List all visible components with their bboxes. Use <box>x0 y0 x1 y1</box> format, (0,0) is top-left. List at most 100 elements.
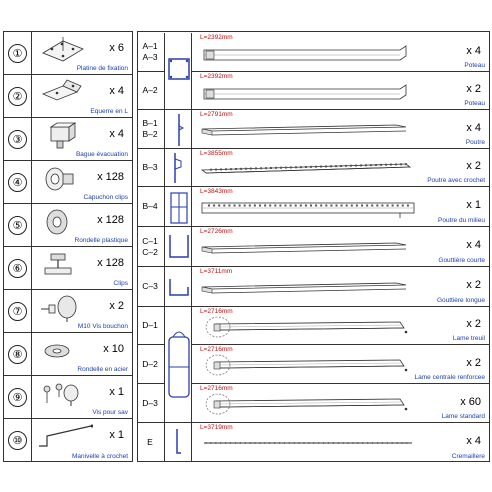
beam-drawing <box>200 163 412 174</box>
beam-drawing <box>201 242 407 254</box>
part-quantity: x 6 <box>109 42 124 54</box>
profile-length: L=3719mm <box>200 424 233 431</box>
profile-quantity: x 4 <box>466 435 481 447</box>
profile-quantity: x 2 <box>466 357 481 369</box>
part-number: ⑦ <box>8 301 27 321</box>
part-name: Platine de fixation <box>76 65 128 72</box>
profile-length: L=2726mm <box>200 228 233 235</box>
profile-code-line: D–1 <box>142 320 158 330</box>
profile-code-line: D–2 <box>142 358 158 369</box>
part-picture <box>37 379 85 407</box>
part-quantity: x 1 <box>109 386 124 398</box>
part-number: ⑧ <box>8 344 27 364</box>
part-number-cell: ② <box>4 75 32 117</box>
steel-washer-icon <box>44 344 70 358</box>
post-section-icon <box>168 58 190 80</box>
profile-code-line: A–1 <box>142 41 158 51</box>
profile-name: Poutre du milieu <box>438 217 485 224</box>
part-picture <box>37 164 85 192</box>
profile-code-line: E <box>147 437 153 447</box>
profile-quantity: x 4 <box>466 45 481 57</box>
part-name: M10 Vis bouchon <box>77 323 128 330</box>
part-picture <box>37 250 85 278</box>
section-cell <box>164 33 192 110</box>
long-gutter-section-icon <box>169 279 189 296</box>
part-number-cell: ① <box>4 32 32 74</box>
profile-quantity: x 60 <box>460 396 481 408</box>
beam-drawing <box>205 354 408 376</box>
part-quantity: x 2 <box>109 300 124 312</box>
profile-name: Lame centrale renforcee <box>414 374 485 381</box>
profile-code-line: B–4 <box>142 201 158 211</box>
small-part-row: ⑩ x 1 Manivelle à crochet <box>4 419 132 462</box>
part-picture <box>37 422 94 450</box>
profile-name: Poutre <box>465 139 485 146</box>
profile-name: Poteau <box>464 62 485 69</box>
blade-section-icon <box>168 331 190 398</box>
small-parts-table: ① x 6 Platine de fixation ② x 4 Equerre en L ③… <box>3 31 133 462</box>
profile-quantity: x 2 <box>466 279 481 291</box>
section-cell <box>164 187 192 227</box>
small-part-row: ① x 6 Platine de fixation <box>4 32 132 75</box>
part-name: Bague évacuation <box>75 151 128 158</box>
part-name: Equerre en L <box>90 108 128 115</box>
plate-icon <box>42 37 84 62</box>
profile-name: Lame treuil <box>452 335 485 342</box>
part-number-cell: ④ <box>4 161 32 203</box>
profile-code-line: B–1 <box>142 118 158 128</box>
profile-name: Gouttière courte <box>438 257 485 264</box>
part-name: Vis pour sav <box>92 409 128 416</box>
beam-drawing <box>203 45 407 61</box>
part-number-cell: ⑧ <box>4 333 32 375</box>
profile-code-line: C–1 <box>142 235 158 246</box>
part-number: ① <box>8 43 27 63</box>
profile-name: Gouttière longue <box>436 297 485 304</box>
profile-code: A–2 <box>138 72 162 109</box>
profile-code: D–2 <box>138 345 162 383</box>
profile-drawing <box>200 393 420 420</box>
part-number-cell: ③ <box>4 118 32 160</box>
beam-drawing <box>205 393 408 415</box>
profile-length: L=2791mm <box>200 111 233 118</box>
section-cell <box>164 307 192 423</box>
profile-quantity: x 1 <box>466 199 481 211</box>
part-name: Manivelle à crochet <box>72 453 128 460</box>
part-quantity: x 1 <box>109 429 124 441</box>
part-picture <box>37 207 85 235</box>
part-name: Clips <box>113 280 128 287</box>
section-cell <box>164 227 192 267</box>
profile-code-line: A–3 <box>142 52 158 62</box>
drain-ring-icon <box>49 122 77 149</box>
profile-code-line: B–3 <box>142 162 158 172</box>
part-number-cell: ⑥ <box>4 247 32 289</box>
part-name: Rondelle en acier <box>77 366 128 373</box>
part-picture <box>37 78 85 106</box>
l-bracket-icon <box>41 79 82 101</box>
part-quantity: x 4 <box>109 128 124 140</box>
clip-icon <box>44 253 72 275</box>
profile-length: L=2716mm <box>200 308 233 315</box>
crank-handle-icon <box>39 424 94 447</box>
profile-code-line: B–2 <box>142 129 158 139</box>
small-part-row: ③ x 4 Bague évacuation <box>4 118 132 161</box>
section-cell <box>164 149 192 187</box>
small-part-row: ⑦ x 2 M10 Vis bouchon <box>4 290 132 333</box>
profile-code: B–3 <box>138 149 162 186</box>
part-number-cell: ⑩ <box>4 419 32 462</box>
part-number-cell: ⑦ <box>4 290 32 332</box>
profile-quantity: x 2 <box>466 318 481 330</box>
part-number-cell: ⑤ <box>4 204 32 246</box>
part-quantity: x 128 <box>97 257 124 269</box>
beam-drawing <box>205 316 408 338</box>
